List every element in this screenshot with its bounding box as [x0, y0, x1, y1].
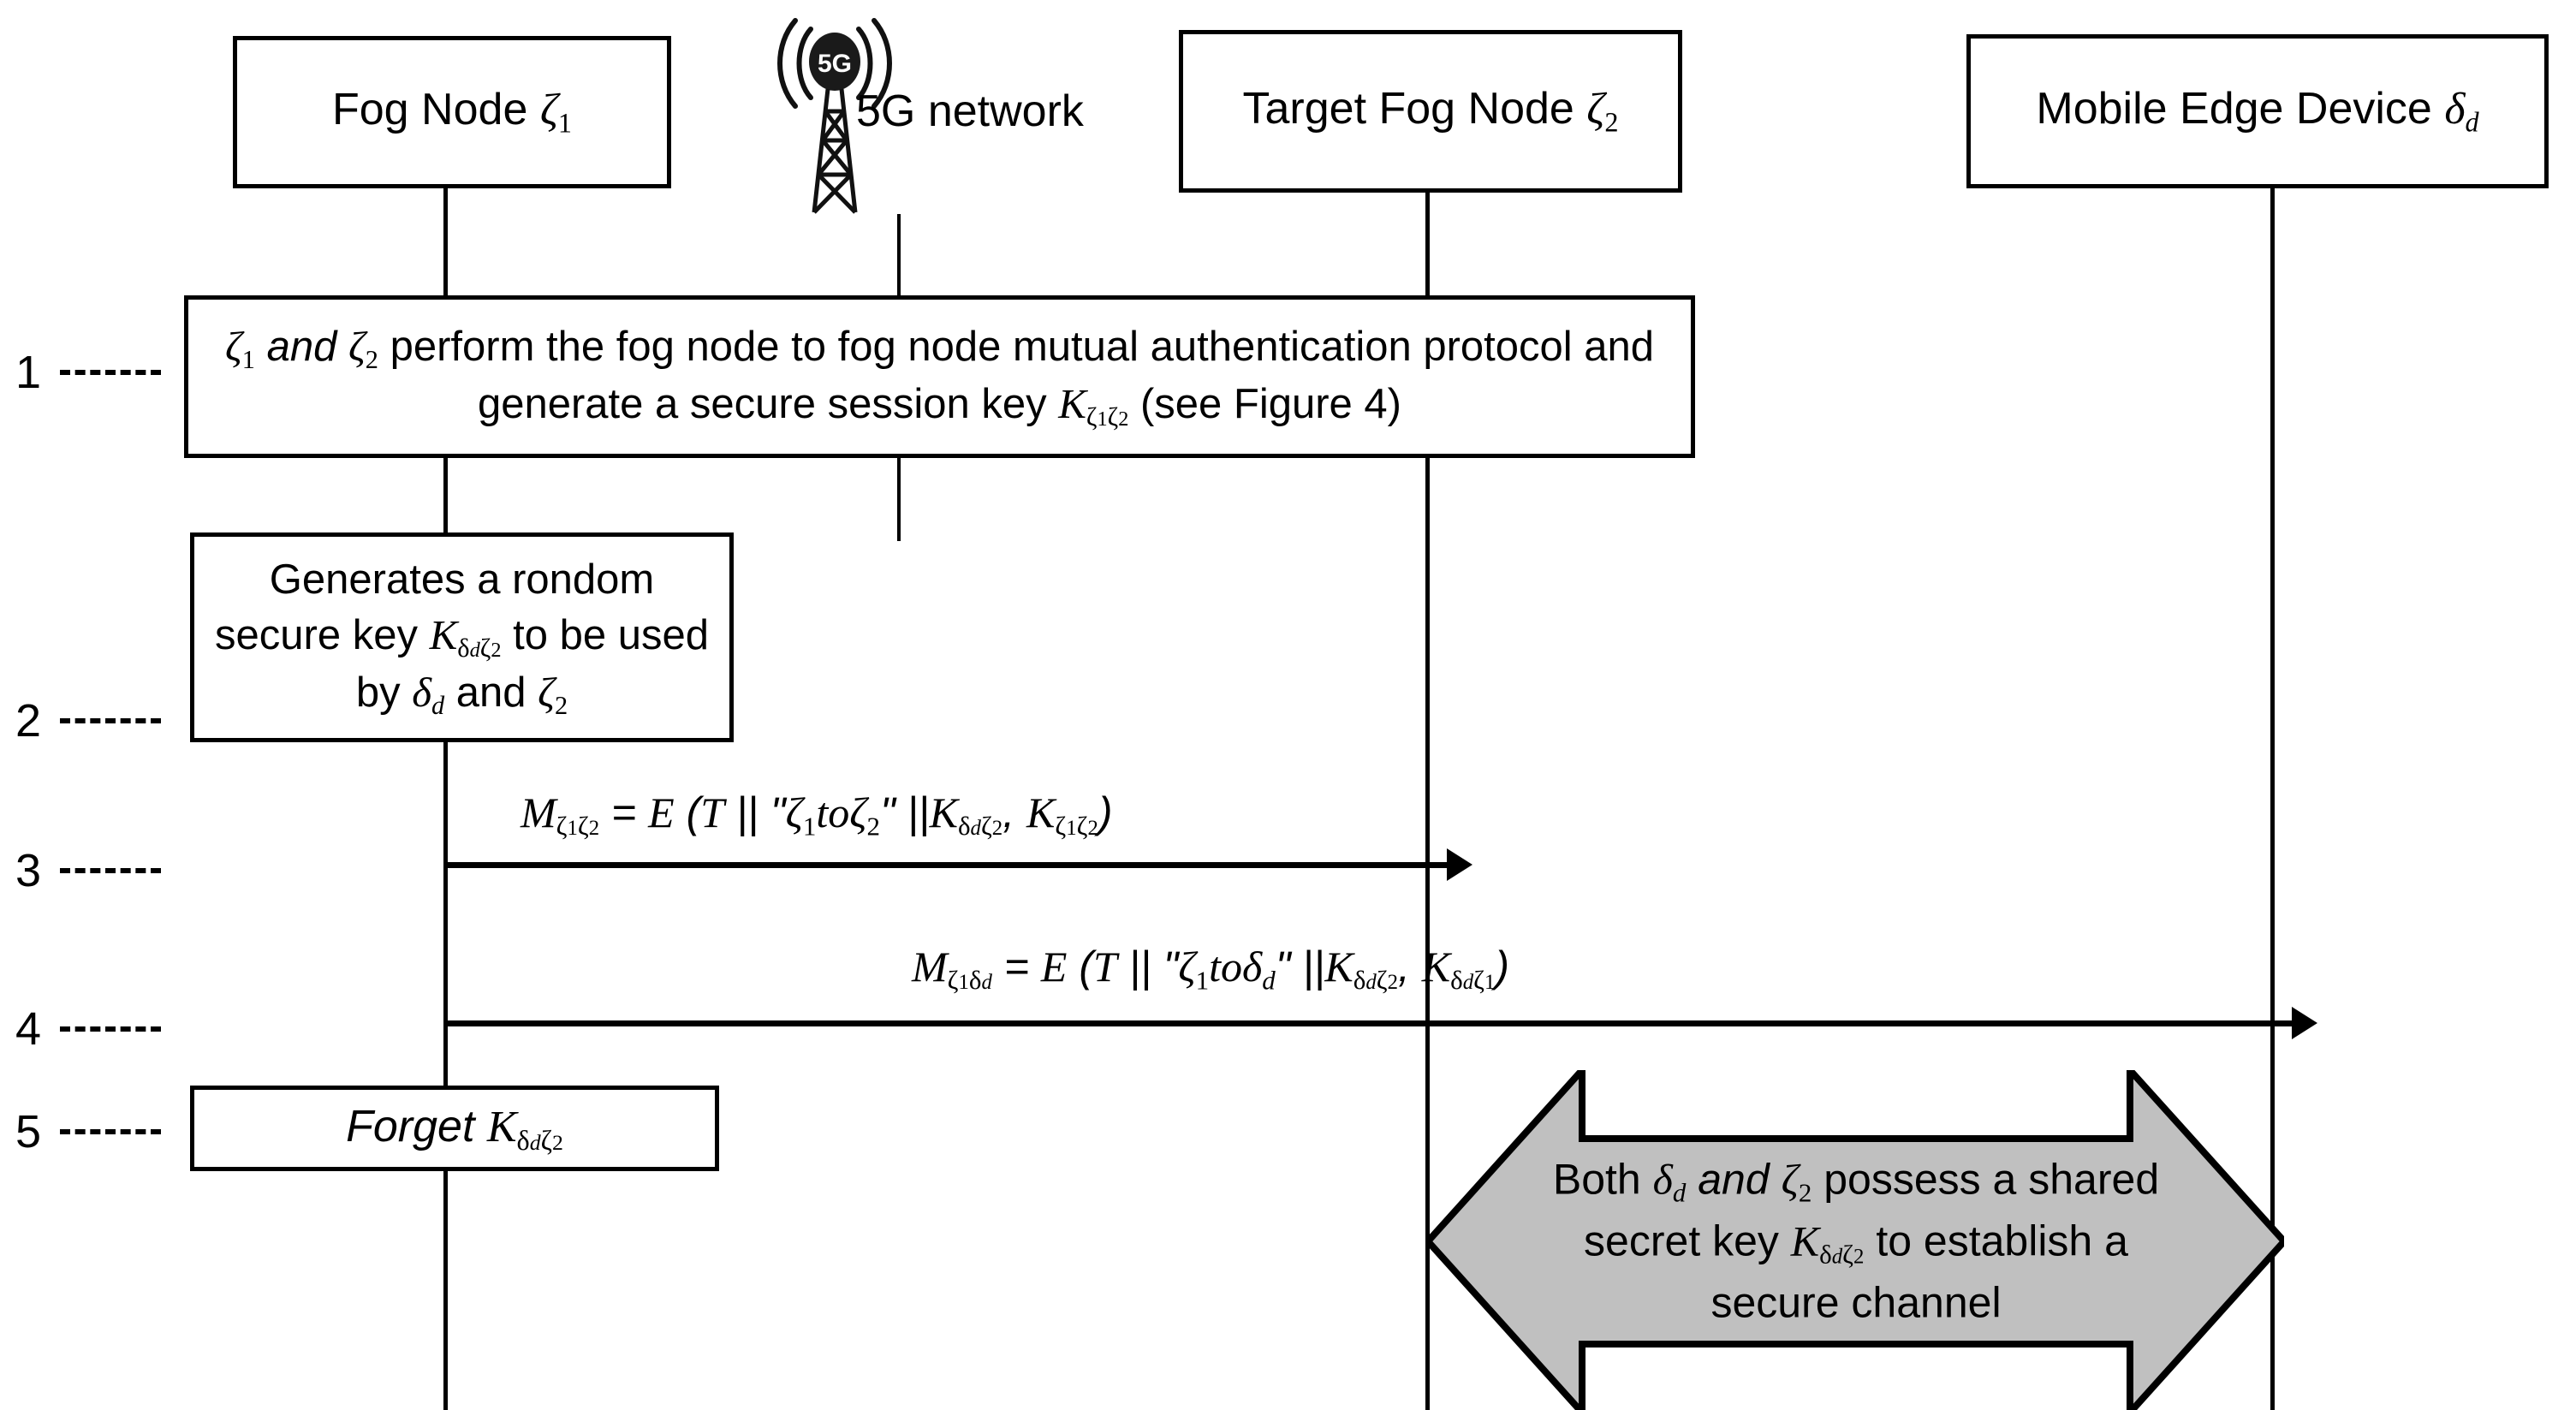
actor-label-mobile-edge-device: Mobile Edge Device δd: [2036, 84, 2479, 138]
shared-key-banner[interactable]: Both δd and ζ2 possess a shared secret k…: [1428, 1070, 2284, 1410]
note-text-step-5: Forget Kδdζ2: [346, 1102, 563, 1157]
note-box-step-5[interactable]: Forget Kδdζ2: [190, 1086, 719, 1171]
lifeline-fog-node-1: [443, 188, 448, 1410]
message-arrowhead-step-3: [1447, 848, 1472, 881]
step-dash-3: [60, 868, 162, 873]
step-number-2: 2: [15, 695, 42, 747]
lifeline-target-fog-node-2: [1425, 193, 1430, 1410]
note-text-step-1: ζ1 and ζ2 perform the fog node to fog no…: [224, 322, 1655, 432]
actor-box-mobile-edge-device[interactable]: Mobile Edge Device δd: [1966, 34, 2549, 188]
step-dash-1: [60, 370, 162, 375]
step-marker-1: 1: [15, 347, 162, 398]
banner-double-arrow-shape: [1428, 1070, 2284, 1410]
step-number-4: 4: [15, 1003, 42, 1055]
actor-box-target-fog-node-2[interactable]: Target Fog Node ζ2: [1179, 30, 1682, 193]
step-marker-5: 5: [15, 1106, 162, 1157]
actor-label-fog-node-1: Fog Node ζ1: [332, 85, 572, 139]
step-number-1: 1: [15, 347, 42, 398]
actor-label-target-fog-node-2: Target Fog Node ζ2: [1242, 84, 1619, 138]
step-marker-4: 4: [15, 1003, 162, 1055]
note-box-step-2[interactable]: Generates a rondom secure key Kδdζ2 to b…: [190, 532, 734, 742]
message-arrow-step-4: [447, 1020, 2298, 1026]
note-box-step-1[interactable]: ζ1 and ζ2 perform the fog node to fog no…: [184, 295, 1695, 458]
tower-5g-icon: 5G: [758, 10, 912, 216]
step-dash-5: [60, 1129, 162, 1134]
banner-text: Both δd and ζ2 possess a shared secret k…: [1552, 1155, 2160, 1327]
step-marker-2: 2: [15, 695, 162, 747]
actor-box-fog-node-1[interactable]: Fog Node ζ1: [233, 36, 671, 188]
note-text-step-2: Generates a rondom secure key Kδdζ2 to b…: [215, 556, 709, 720]
step-dash-2: [60, 718, 162, 723]
message-label-step-4: Mζ1δd = E (T || "ζ1toδd" ||Kδdζ2, Kδdζ1): [912, 943, 1510, 996]
message-label-step-3: Mζ1ζ2 = E (T || "ζ1toζ2" ||Kδdζ2, Kζ1ζ2): [521, 788, 1113, 842]
tower-5g-network-label: 5G network: [856, 86, 1084, 136]
step-number-3: 3: [15, 845, 42, 896]
message-arrowhead-step-4: [2292, 1007, 2317, 1039]
message-arrow-step-3: [447, 862, 1453, 868]
lifeline-mobile-edge-device: [2270, 187, 2275, 1410]
step-number-5: 5: [15, 1106, 42, 1157]
step-marker-3: 3: [15, 845, 162, 896]
lifeline-5g-network-lower: [897, 455, 901, 541]
step-dash-4: [60, 1026, 162, 1032]
lifeline-5g-network-upper: [897, 214, 901, 298]
tower-5g-label: 5G: [818, 50, 852, 78]
